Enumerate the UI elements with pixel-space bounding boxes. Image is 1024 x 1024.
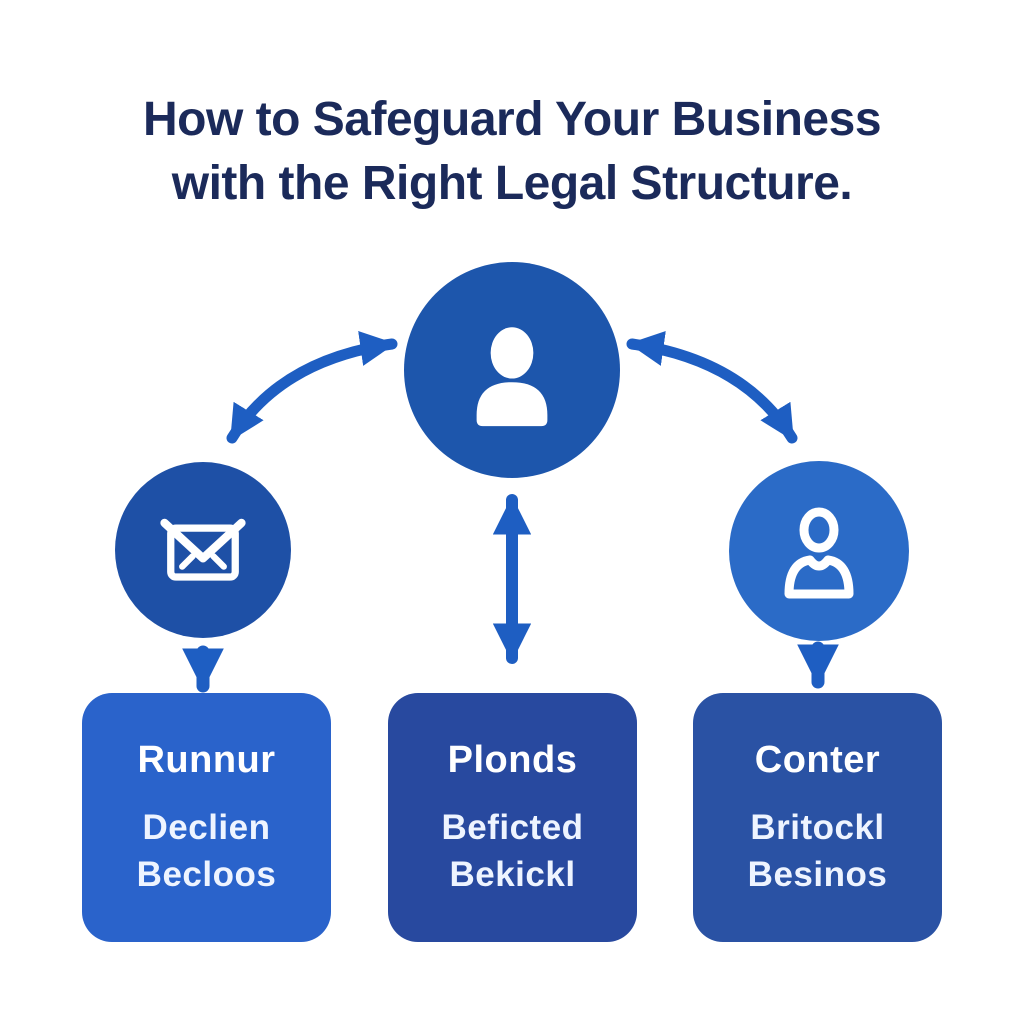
box-heading: Runnur <box>137 739 276 781</box>
box-line: Beficted <box>441 808 584 847</box>
box-body: Beficted Bekickl <box>388 804 637 898</box>
title-line-2: with the Right Legal Structure. <box>171 157 853 211</box>
left-curved-double-arrow <box>226 331 398 444</box>
person-outline-icon <box>784 507 854 599</box>
page-title: How to Safeguard Your Business with the … <box>0 88 1024 216</box>
box-line: Britockl <box>750 808 885 847</box>
diagram-node-center <box>404 262 620 478</box>
box-line: Declien <box>142 808 271 847</box>
box-line: Besinos <box>747 855 888 894</box>
info-box-left: Runnur Declien Becloos <box>82 693 331 942</box>
box-heading: Conter <box>754 739 881 781</box>
right-curved-double-arrow <box>626 331 798 444</box>
diagram-node-right <box>729 461 909 641</box>
envelope-icon <box>160 518 246 581</box>
box-body: Britockl Besinos <box>693 804 942 898</box>
box-body: Declien Becloos <box>82 804 331 898</box>
diagram-node-left <box>115 462 291 638</box>
info-box-middle: Plonds Beficted Bekickl <box>388 693 637 942</box>
title-line-1: How to Safeguard Your Business <box>142 93 882 147</box>
box-line: Bekickl <box>449 855 576 894</box>
box-heading: Plonds <box>447 739 578 781</box>
info-box-right: Conter Britockl Besinos <box>693 693 942 942</box>
person-silhouette-icon <box>476 327 548 427</box>
box-line: Becloos <box>136 855 277 894</box>
